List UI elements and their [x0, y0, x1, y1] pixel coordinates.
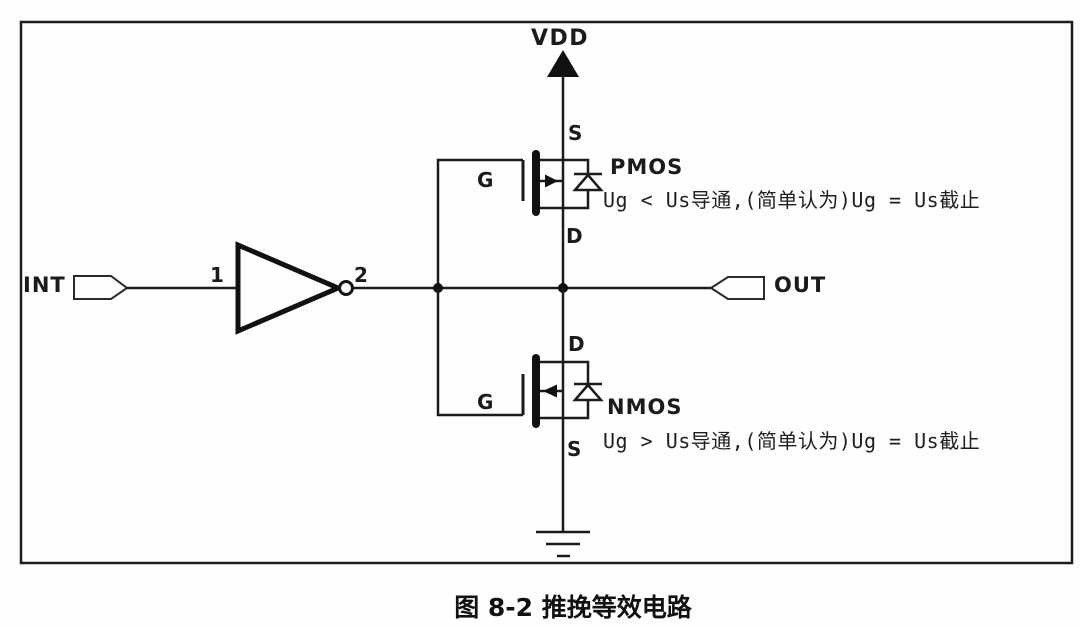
input-port-label: INT — [23, 273, 66, 297]
nmos-gate-wire — [436, 288, 523, 417]
output-port-flag-icon — [709, 276, 765, 300]
nmos-drain-pin-label: D — [568, 332, 585, 356]
pmos-label: PMOS — [610, 155, 683, 179]
inverter-bubble-icon — [338, 280, 354, 296]
vdd-rail: VDD — [531, 26, 589, 288]
nmos-label: NMOS — [607, 395, 682, 419]
pmos-body-diode-icon — [563, 158, 604, 210]
output-stage: OUT — [709, 273, 826, 300]
nmos-bulk-arrow-icon — [543, 384, 557, 398]
pmos-transistor: S G D PMOS Ug < Us导通,(简单认为)Ug = Us截止 — [436, 121, 980, 288]
vdd-power-triangle-icon — [547, 50, 579, 77]
pmos-drain-pin-label: D — [566, 224, 583, 248]
input-stage: INT 1 2 — [23, 241, 711, 335]
nmos-transistor: D G S NMOS Ug > Us导通,(简单认为)Ug = Us截止 — [436, 288, 980, 461]
output-port-label: OUT — [774, 273, 826, 297]
inverter-symbol — [235, 241, 345, 335]
diagram-border — [19, 20, 1074, 565]
nmos-source-pin-label: S — [567, 437, 581, 461]
nmos-body-diode-icon — [563, 360, 604, 420]
pmos-source-pin-label: S — [568, 121, 582, 145]
figure-caption: 图 8-2 推挽等效电路 — [454, 593, 693, 622]
pmos-bulk-arrow-icon — [545, 174, 558, 188]
ground-symbol-icon — [536, 288, 590, 558]
vdd-label: VDD — [531, 26, 589, 51]
input-port-flag-icon — [73, 275, 129, 300]
nmos-gate-pin-label: G — [477, 390, 493, 414]
inverter-output-pin-label: 2 — [354, 263, 368, 287]
nmos-note: Ug > Us导通,(简单认为)Ug = Us截止 — [603, 429, 980, 453]
inverter-input-pin-label: 1 — [210, 263, 224, 287]
pmos-note: Ug < Us导通,(简单认为)Ug = Us截止 — [603, 188, 980, 212]
pmos-gate-pin-label: G — [477, 168, 493, 192]
pmos-gate-wire — [436, 158, 523, 288]
